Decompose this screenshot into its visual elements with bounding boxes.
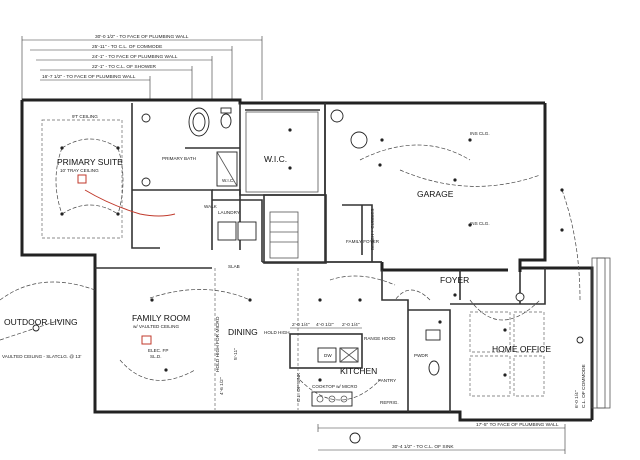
room-label-home-office: HOME OFFICE	[492, 344, 551, 354]
dimension-label: 17'-5" TO FACE OF PLUMBING WALL	[476, 422, 559, 428]
room-note-outdoor-living: VAULTED CEILING - SLATCLG. @ 13'	[2, 354, 81, 359]
dimension-label: 2'-0 1/4"	[292, 322, 310, 328]
room-label-dining: DINING	[228, 327, 258, 337]
room-label-bench: BENCH + CUBBIES	[370, 209, 375, 250]
room-label-wic-small: W.I.C.	[222, 178, 235, 183]
room-label-cooktop: COOKTOP w/ MICRO	[312, 384, 358, 389]
room-label-laundry: LAUNDRY	[218, 210, 240, 215]
dimension-label: 25'-11" - TO C.L. OF COMMODE	[92, 44, 162, 50]
room-label-garage: GARAGE	[417, 189, 454, 199]
room-label-primary-bath: PRIMARY BATH	[162, 156, 196, 161]
room-label-pantry: PANTRY	[378, 378, 396, 383]
exterior-walls	[20, 98, 594, 422]
room-label-ins-clg: INS CLG.	[470, 131, 490, 136]
dimension-label: 30'-0 1/2" - TO FACE OF PLUMBING WALL	[95, 34, 189, 40]
dimension-label: 16'-7 1/2" - TO FACE OF PLUMBING WALL	[42, 74, 136, 80]
room-label-powder: PWDR	[414, 353, 429, 358]
kitchen-dimensions: 2'-0 1/4" 4'-0 1/2" 2'-0 1/4" 4'-6 1/2" …	[215, 316, 587, 408]
room-label-sld: SL.D.	[150, 354, 162, 359]
room-label-fireplace: ELEC. FP	[148, 348, 168, 353]
dimension-label: 5'-11"	[233, 348, 239, 360]
room-labels: PRIMARY SUITE 10' TRAY CEILING 9'T CEILI…	[2, 114, 551, 405]
dimension-label: 22'-1" - TO C.L. OF SHOWER	[92, 64, 157, 70]
room-label-family-foyer: FAMILY FOYER	[346, 239, 380, 244]
electrical-wiring	[0, 138, 581, 401]
interior-walls	[95, 103, 546, 412]
room-note-ceiling: 9'T CEILING	[72, 114, 98, 119]
room-label-dw: DW	[324, 353, 332, 358]
dimension-label: C.L. OF COMMODE	[581, 364, 587, 408]
room-note-family-room: w/ VAULTED CEILING	[133, 324, 179, 329]
fixtures	[41, 107, 611, 409]
room-label-range-hood: RANGE HOOD	[364, 336, 396, 341]
bottom-dimension-group: 17'-5" TO FACE OF PLUMBING WALL 30'-4 1/…	[317, 422, 566, 454]
room-label-outdoor-living: OUTDOOR LIVING	[4, 317, 78, 327]
dimension-label: 6'-0 1/4"	[574, 390, 580, 408]
dimension-label: HOLD HIGH FOR MICRO	[215, 316, 221, 372]
dimension-label: 4'-6 1/2"	[219, 377, 225, 395]
room-label-foyer: FOYER	[440, 275, 469, 285]
dimension-label: 2'-0 1/4"	[342, 322, 360, 328]
light-fixtures	[32, 113, 584, 444]
dimension-label: 4'-0 1/2"	[316, 322, 334, 328]
room-label-hold-high: HOLD HIGH	[264, 330, 290, 335]
dimension-label: C.L. OF SINK	[296, 372, 302, 402]
room-label-primary-suite: PRIMARY SUITE	[57, 157, 123, 167]
room-label-fridge: REFRIG.	[380, 400, 399, 405]
room-label-slab: SLAB	[228, 264, 240, 269]
room-label-kitchen: KITCHEN	[340, 366, 377, 376]
top-dimension-group: 30'-0 1/2" - TO FACE OF PLUMBING WALL 25…	[21, 34, 263, 100]
dimension-label: 24'-1" - TO FACE OF PLUMBING WALL	[92, 54, 178, 60]
room-label-wic: W.I.C.	[264, 154, 287, 164]
room-label-family-room: FAMILY ROOM	[132, 313, 190, 323]
room-label-ins-clg-2: INS CLG.	[470, 221, 490, 226]
room-note-primary-suite: 10' TRAY CEILING	[60, 168, 99, 173]
dimension-label: 30'-4 1/2" - TO C.L. OF SINK	[392, 444, 454, 450]
room-label-walk: WALK	[204, 204, 218, 209]
